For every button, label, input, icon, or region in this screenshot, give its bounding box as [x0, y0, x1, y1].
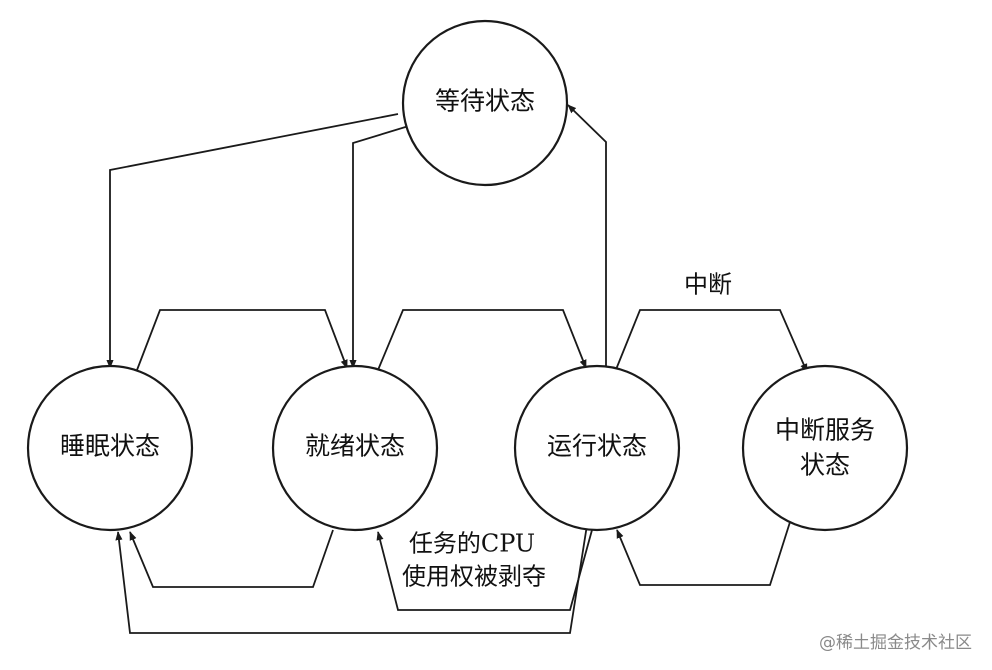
edge-ready-to-running — [377, 309, 587, 371]
edge-running-to-sleeping — [115, 524, 588, 634]
edge-running-to-waiting — [567, 104, 607, 372]
edges — [106, 104, 808, 634]
edge-running-to-isr — [614, 309, 808, 373]
edge-label-preempt-line2: 使用权被剥夺 — [402, 563, 546, 591]
watermark: @稀土掘金技术社区 — [819, 633, 972, 653]
edge-sleeping-to-ready — [136, 309, 348, 371]
node-running: 运行状态 — [513, 364, 681, 532]
node-ready: 就绪状态 — [271, 364, 439, 532]
edge-running-to-ready — [376, 529, 593, 611]
node-isr-label-line1: 中断服务 — [775, 416, 875, 445]
edge-ready-to-sleeping — [129, 529, 334, 588]
node-ready-label: 就绪状态 — [305, 432, 405, 461]
edge-label-preempt-line1: 任务的CPU — [409, 530, 535, 558]
node-running-label: 运行状态 — [547, 432, 647, 461]
edge-label-interrupt: 中断 — [684, 271, 732, 299]
node-waiting-label: 等待状态 — [435, 87, 535, 116]
node-waiting: 等待状态 — [401, 19, 569, 187]
edge-isr-to-running — [616, 521, 791, 586]
node-isr-label-line2: 状态 — [800, 451, 850, 480]
node-isr: 中断服务 状态 — [741, 364, 909, 532]
edge-waiting-to-sleeping — [106, 113, 399, 369]
node-sleeping-label: 睡眠状态 — [60, 432, 160, 461]
edge-waiting-to-ready — [349, 124, 413, 369]
node-sleeping: 睡眠状态 — [26, 364, 194, 532]
